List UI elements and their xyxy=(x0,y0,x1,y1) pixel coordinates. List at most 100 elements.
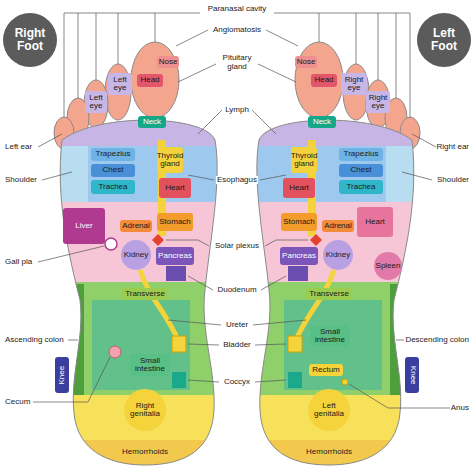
zone-label: Left genitalia xyxy=(310,402,348,419)
foot-badge: Right Foot xyxy=(3,13,57,67)
reflex-zone: Heart xyxy=(357,207,393,237)
leader-line xyxy=(188,175,214,180)
reflex-zone: Adrenal xyxy=(322,220,354,232)
reflex-zone: Knee xyxy=(405,357,419,393)
reflex-zone: Right eye xyxy=(366,91,390,113)
leader-line xyxy=(412,134,436,147)
leader-line xyxy=(253,320,306,325)
callout-label: Esophagus xyxy=(216,176,258,185)
reflex-zone: Right genitalia xyxy=(124,389,166,431)
leader-line xyxy=(396,13,397,98)
leader-line xyxy=(188,276,213,290)
reflex-zone: Trapezius xyxy=(339,148,383,161)
leader-line xyxy=(64,13,200,117)
leader-line xyxy=(68,340,78,341)
reflex-zone: Pancreas xyxy=(156,247,194,265)
zone-label: Neck xyxy=(143,118,161,126)
zone-label: Nose xyxy=(297,58,316,66)
zone-label: Trapezius xyxy=(96,150,131,158)
reflex-zone: Chest xyxy=(91,164,135,177)
leader-line xyxy=(396,340,404,341)
anus-spot xyxy=(342,379,348,385)
reflex-zone: Transverse xyxy=(306,288,352,300)
callout-label: Gall pla xyxy=(4,258,33,267)
leader-line xyxy=(78,13,79,98)
zone-label: Right Foot xyxy=(5,27,55,52)
left-foot-outline xyxy=(244,42,424,474)
leader-line xyxy=(33,357,110,402)
reflex-zone: Thyroid gland xyxy=(291,147,317,173)
leader-line xyxy=(155,13,156,42)
zone-label: Left eye xyxy=(87,94,105,111)
reflex-zone: Kidney xyxy=(121,240,151,270)
leader-lines xyxy=(33,13,450,408)
leader-line xyxy=(178,64,216,82)
reflex-zone: Right eye xyxy=(341,73,367,95)
reflex-zone: Nose xyxy=(295,56,317,67)
zone-label: Left Foot xyxy=(419,27,469,52)
callout-label: Angiomatosis xyxy=(212,26,262,35)
leader-line xyxy=(188,344,219,345)
callout-label: Bladder xyxy=(222,341,252,350)
reflex-zone: Stomach xyxy=(157,213,193,231)
leader-line xyxy=(378,13,379,80)
leader-line xyxy=(255,380,286,382)
leader-line xyxy=(274,13,410,117)
reflex-zone: Neck xyxy=(308,116,336,128)
callout-label: Solar plexus xyxy=(214,242,260,251)
leader-line xyxy=(265,240,308,246)
callout-label: Shoulder xyxy=(4,176,38,185)
leader-line xyxy=(38,134,62,147)
zone-label: Heart xyxy=(365,218,385,226)
leader-line xyxy=(38,246,104,262)
leader-line xyxy=(188,380,219,382)
zone-label: Small intestine xyxy=(312,328,348,345)
callout-label: Ureter xyxy=(225,321,249,330)
leader-line xyxy=(176,30,208,46)
callout-label: Shoulder xyxy=(436,176,470,185)
reflex-zone: Liver xyxy=(63,208,105,244)
zone-label: Adrenal xyxy=(324,222,352,230)
callout-label: Coccyx xyxy=(223,378,251,387)
leader-line xyxy=(266,30,298,46)
callout-label: Left ear xyxy=(4,143,33,152)
zone-label: Right eye xyxy=(343,76,365,93)
reflex-zone: Kidney xyxy=(323,240,353,270)
zone-label: Trapezius xyxy=(344,150,379,158)
reflex-zone: Chest xyxy=(339,164,383,177)
callout-label: Lymph xyxy=(224,106,250,115)
reflex-zone: Head xyxy=(311,74,337,87)
zone-label: Small intestine xyxy=(132,357,168,374)
leader-line xyxy=(118,13,119,64)
reflex-zone: Small intestine xyxy=(130,354,170,376)
zone-label: Stomach xyxy=(283,218,315,226)
callout-label: Ascending colon xyxy=(4,336,65,345)
zone-label: Pancreas xyxy=(282,252,316,260)
zone-label: Right genitalia xyxy=(126,402,164,419)
leader-line xyxy=(255,344,286,345)
callout-label: Duodenum xyxy=(216,286,257,295)
zone-label: Neck xyxy=(313,118,331,126)
zone-label: Kidney xyxy=(124,251,148,259)
reflex-zone: Transverse xyxy=(122,288,168,300)
reflex-zone: Nose xyxy=(157,56,179,67)
zone-label: Transverse xyxy=(125,290,165,298)
zone-label: Kidney xyxy=(326,251,350,259)
leader-line xyxy=(319,13,320,42)
leader-line xyxy=(260,175,286,180)
leader-line xyxy=(258,64,296,82)
callout-label: Paranasal cavity xyxy=(207,5,268,14)
reflex-zone: Pancreas xyxy=(280,247,318,265)
leader-line xyxy=(198,110,222,134)
zone-label: Right eye xyxy=(368,94,388,111)
zone-label: Chest xyxy=(103,166,124,174)
zone-label: Pancreas xyxy=(158,252,192,260)
reflex-zone: Heart xyxy=(159,178,191,198)
reflex-zone: Adrenal xyxy=(120,220,152,232)
zone-label: Nose xyxy=(159,58,178,66)
leader-line xyxy=(96,13,97,80)
callout-label: Descending colon xyxy=(404,336,470,345)
zone-label: Stomach xyxy=(159,218,191,226)
zone-label: Knee xyxy=(58,366,66,385)
zone-label: Adrenal xyxy=(122,222,150,230)
